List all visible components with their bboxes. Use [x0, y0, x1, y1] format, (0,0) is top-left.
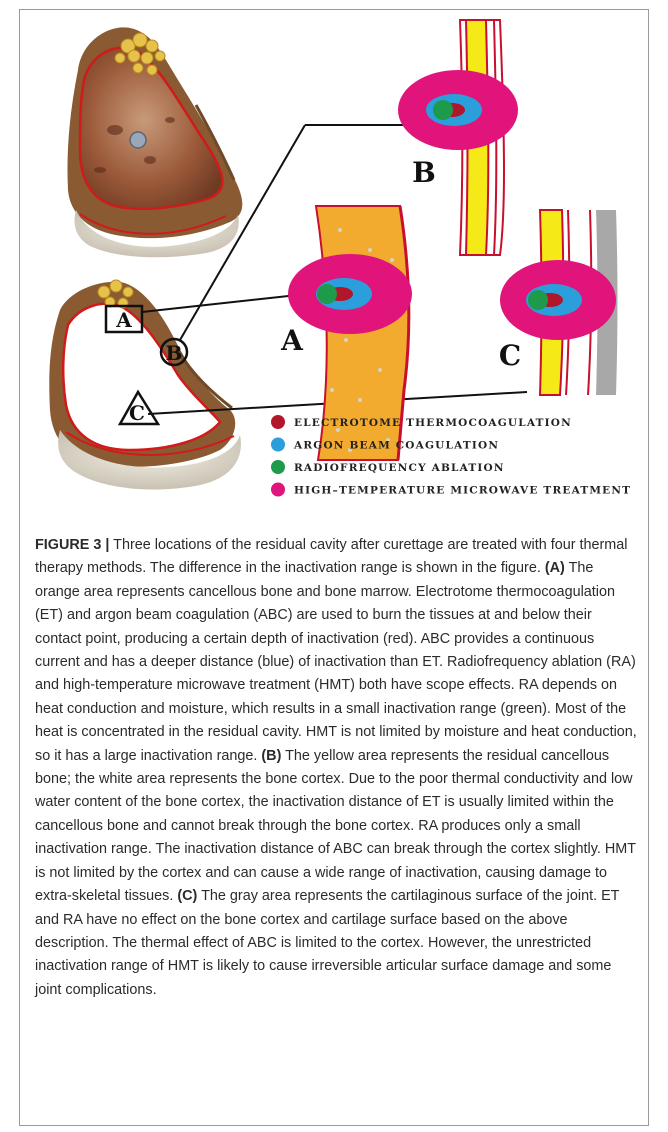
legend-swatch-1 — [271, 438, 285, 452]
panel-b-diagram: B — [398, 20, 518, 255]
legend-label-3: HIGH–TEMPERATURE MICROWAVE TREATMENT — [294, 485, 631, 497]
caption-intro: Three locations of the residual cavity a… — [35, 537, 627, 576]
figure-illustration: A B C B — [20, 10, 650, 515]
panel-a-letter: A — [280, 324, 304, 357]
upper-bone-specimen — [67, 27, 242, 257]
legend-label-0: ELECTROTOME THERMOCOAGULATION — [294, 417, 572, 429]
legend-swatch-0 — [271, 415, 285, 429]
caption-b-text: The yellow area represents the residual … — [35, 748, 636, 904]
panel-b-letter: B — [412, 156, 436, 189]
caption-b-tag: (B) — [261, 748, 281, 764]
legend-swatch-2 — [271, 460, 285, 474]
marker-b-label: B — [166, 341, 183, 365]
panel-b-ra-zone — [433, 100, 453, 120]
caption-c-text: The gray area represents the cartilagino… — [35, 888, 619, 998]
legend-label-2: RADIOFREQUENCY ABLATION — [294, 462, 505, 474]
panel-c-diagram: C — [499, 210, 620, 395]
figure-container: A B C B — [19, 9, 649, 1126]
caption-figure-label: FIGURE 3 | — [35, 537, 109, 553]
panel-c-letter: C — [499, 339, 521, 372]
legend-swatch-3 — [271, 483, 285, 497]
marker-a-label: A — [115, 308, 132, 332]
marker-c-label: C — [129, 401, 145, 425]
figure-caption: FIGURE 3 | Three locations of the residu… — [35, 534, 640, 1002]
caption-a-text: The orange area represents cancellous bo… — [35, 560, 637, 763]
panel-c-ra-zone — [528, 290, 548, 310]
caption-a-tag: (A) — [545, 560, 565, 576]
legend-label-1: ARGON BEAM COAGULATION — [293, 440, 499, 452]
panel-a-ra-zone — [317, 284, 337, 304]
caption-c-tag: (C) — [177, 888, 197, 904]
